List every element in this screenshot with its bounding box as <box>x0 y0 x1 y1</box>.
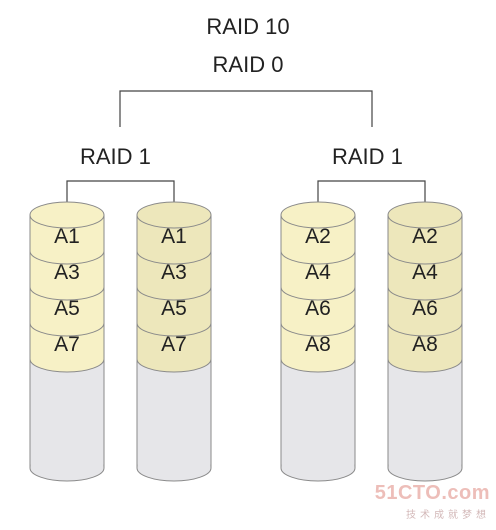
raid1-label-right: RAID 1 <box>332 144 403 169</box>
block-label: A8 <box>305 333 331 356</box>
watermark-brand: 51CTO.com <box>374 482 490 504</box>
block-label: A2 <box>305 225 331 248</box>
block-label: A6 <box>412 297 438 320</box>
block-label: A1 <box>54 225 80 248</box>
disk-top <box>387 201 463 229</box>
disk-block <box>387 286 463 337</box>
raid1-connector-left <box>66 180 175 205</box>
disk-block <box>387 214 463 265</box>
block-label: A6 <box>305 297 331 320</box>
disk-block <box>136 214 212 265</box>
block-label: A2 <box>412 225 438 248</box>
disk-bottom-mask <box>30 454 104 468</box>
block-label: A5 <box>161 297 187 320</box>
raid10-title: RAID 10 <box>206 14 290 39</box>
disk-bottom-mask <box>388 454 462 468</box>
disk-block <box>136 250 212 301</box>
disk-bottom-mask <box>281 454 355 468</box>
disk-block <box>136 286 212 337</box>
block-label: A8 <box>412 333 438 356</box>
raid0-label: RAID 0 <box>212 52 284 77</box>
disk-block <box>29 322 105 373</box>
disk-top <box>29 201 105 229</box>
block-label: A1 <box>161 225 187 248</box>
disk-block <box>387 250 463 301</box>
block-label: A5 <box>54 297 80 320</box>
block-label: A4 <box>305 261 331 284</box>
disk-block <box>280 286 356 337</box>
disk-block <box>387 322 463 373</box>
disk-bottom-mask <box>137 454 211 468</box>
disk-top <box>280 201 356 229</box>
block-label: A7 <box>54 333 80 356</box>
raid0-connector <box>119 90 373 127</box>
disk-block <box>280 214 356 265</box>
disk-block <box>29 250 105 301</box>
disk-empty-area <box>281 359 355 468</box>
disk-block <box>29 214 105 265</box>
disk-block <box>280 250 356 301</box>
block-label: A3 <box>161 261 187 284</box>
raid1-label-left: RAID 1 <box>80 144 151 169</box>
watermark-slogan: 技术成就梦想 <box>406 510 490 521</box>
raid1-connector-right <box>317 180 426 205</box>
disk-empty-area <box>388 359 462 468</box>
disk-empty-area <box>30 359 104 468</box>
block-label: A7 <box>161 333 187 356</box>
watermark-logo: 51CTO.com 技术成就梦想 <box>375 482 490 521</box>
block-label: A4 <box>412 261 438 284</box>
disk-block <box>29 286 105 337</box>
block-label: A3 <box>54 261 80 284</box>
disk-empty-area <box>137 359 211 468</box>
disk-block <box>136 322 212 373</box>
disk-block <box>280 322 356 373</box>
disk-top <box>136 201 212 229</box>
